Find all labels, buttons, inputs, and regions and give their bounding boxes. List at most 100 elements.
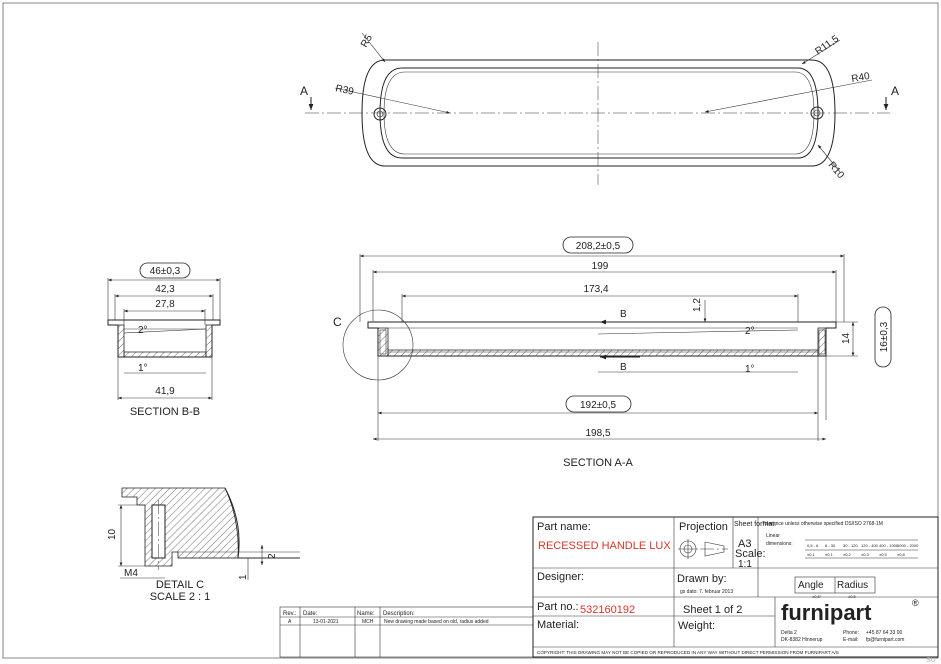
registered-mark: ® [912, 598, 919, 608]
rev-header-description: Description: [383, 611, 415, 617]
section-bb-title: SECTION B-B [130, 406, 200, 418]
length-192-pill [565, 395, 632, 413]
tolerance-table: 0,5 - 6 6 - 30 30 - 120 120 - 400 400 - … [807, 543, 919, 557]
detail-c-step-1: 1 [238, 574, 249, 580]
depth-1-2-label: 1,2 [692, 298, 703, 312]
radius-label: Radius [837, 580, 868, 591]
height-14-label: 14 [841, 332, 852, 344]
corner-mark: SU [926, 657, 936, 664]
tol-value-4: ±0,3 [861, 552, 870, 557]
radius-r40-label: R40 [851, 71, 871, 85]
radius-value: ±0,5 [848, 594, 857, 599]
section-aa-title: SECTION A-A [563, 457, 633, 469]
section-aa-angle-1: 1° [745, 364, 755, 375]
handle-recess-outline [379, 67, 819, 159]
tol-range-3: 30 - 120 [843, 543, 858, 548]
width-27-8-label: 27,8 [155, 299, 175, 310]
part-name-label: Part name: [537, 521, 591, 533]
section-b-b: 46±0,3 42,3 27,8 2° 1° 41,9 SECTION B-B [107, 262, 221, 418]
revision-table: Rev.: Date: Name: Description: A 13-01-2… [279, 606, 534, 658]
scale-value: 1:1 [738, 559, 752, 570]
length-199-label: 199 [592, 261, 609, 272]
tolerance-note: Tolerance unless otherwise specified DS/… [762, 521, 883, 527]
drawn-by-value: gs dato: 7. februar 2013 [680, 589, 733, 595]
radius-r39-label: R39 [334, 83, 355, 98]
tol-range-6: 1000 - 2000 [897, 543, 919, 548]
rev-row-rev: A [288, 619, 292, 625]
angle-value: ±0,5° [812, 594, 822, 599]
angle-label: Angle [798, 580, 824, 591]
tol-range-2: 6 - 30 [825, 543, 836, 548]
rev-row-date: 13-01-2021 [313, 619, 339, 625]
width-41-9-label: 41,9 [155, 386, 175, 397]
tol-value-1: ±0,1 [807, 552, 816, 557]
radius-r10-label: R10 [826, 160, 847, 181]
tol-range-5: 400 - 1000 [879, 543, 899, 548]
length-192-label: 192±0,5 [580, 400, 617, 411]
radius-r11-5-label: R11,5 [813, 33, 841, 57]
part-name-value: RECESSED HANDLE LUX [538, 540, 671, 552]
section-b-bottom-label: B [620, 362, 627, 373]
section-bb-profile [107, 319, 221, 358]
linear-label: Linear [766, 533, 780, 539]
company-logo: furnipart [781, 600, 872, 625]
tol-range-4: 120 - 400 [861, 543, 879, 548]
dimensions-label: dimensions: [766, 541, 793, 547]
tol-value-5: ±0,5 [879, 552, 888, 557]
email-value: fp@furnipart.com [866, 637, 904, 643]
section-bb-angle-1: 1° [138, 363, 148, 374]
phone-value: +45 87 64 33 00 [866, 630, 903, 636]
copyright-notice: COPYRIGHT: THIS DRAWING MAY NOT BE COPIE… [537, 650, 839, 655]
section-b-top-label: B [620, 309, 627, 320]
detail-c-height-10: 10 [107, 528, 118, 540]
overall-length-pill [562, 236, 634, 254]
rev-header-rev: Rev.: [283, 611, 297, 617]
screw-hole-right [810, 106, 824, 120]
rev-header-date: Date: [303, 611, 318, 617]
detail-c-step-2: 2 [267, 553, 278, 559]
height-16-label: 16±0,3 [879, 321, 890, 352]
section-aa-angle-2: 2° [745, 326, 755, 337]
width-42-3-label: 42,3 [155, 284, 175, 295]
width-46-label: 46±0,3 [150, 266, 181, 277]
scale-label: Scale: [735, 548, 766, 560]
detail-c-thread: M4 [124, 568, 138, 579]
address-line-2: DK-8382 Hinnerup [781, 637, 823, 643]
tol-value-6: ±0,8 [897, 552, 906, 557]
title-block: Part name: RECESSED HANDLE LUX Projectio… [532, 516, 939, 658]
tol-range-1: 0,5 - 6 [807, 543, 819, 548]
drawn-by-label: Drawn by: [677, 573, 727, 585]
rev-row-name: MCH [362, 619, 374, 625]
handle-inner-outline [383, 71, 815, 155]
rev-header-name: Name: [357, 611, 375, 617]
section-a-right-label: A [891, 84, 899, 98]
overall-length-label: 208,2±0,5 [576, 241, 621, 252]
length-173-4-label: 173,4 [583, 284, 608, 295]
rev-row-description: New drawing made based on old, radius ad… [384, 619, 489, 625]
tol-value-2: ±0,1 [825, 552, 834, 557]
length-198-5-label: 198,5 [585, 428, 610, 439]
screw-hole-left [373, 107, 387, 121]
section-a-a: C 208,2±0,5 199 173,4 192±0,5 198,5 1,2 … [333, 236, 892, 469]
designer-label: Designer: [537, 571, 584, 583]
part-no-label: Part no.: [537, 601, 579, 613]
material-label: Material: [537, 619, 579, 631]
sheet-format-label: Sheet format: [734, 521, 776, 528]
section-bb-angle-2: 2° [138, 325, 148, 336]
part-no-value: 532160192 [580, 604, 635, 616]
top-view: R5 R39 R11,5 R40 R10 A A [300, 33, 899, 185]
sheet-number-label: Sheet 1 of 2 [683, 604, 742, 616]
detail-c-scale: SCALE 2 : 1 [150, 591, 211, 603]
handle-outer-outline [361, 59, 836, 167]
section-a-left-label: A [300, 84, 308, 98]
weight-label: Weight: [678, 620, 715, 632]
phone-label: Phone: [843, 630, 859, 636]
detail-c-title: DETAIL C [156, 579, 204, 591]
detail-c-marker: C [333, 315, 342, 329]
detail-c: 10 M4 2 1 DETAIL C SCALE 2 : 1 [107, 487, 300, 603]
width-46-pill [139, 262, 191, 279]
address-line-1: Delta 2 [781, 630, 797, 636]
email-label: E-mail: [843, 637, 859, 643]
